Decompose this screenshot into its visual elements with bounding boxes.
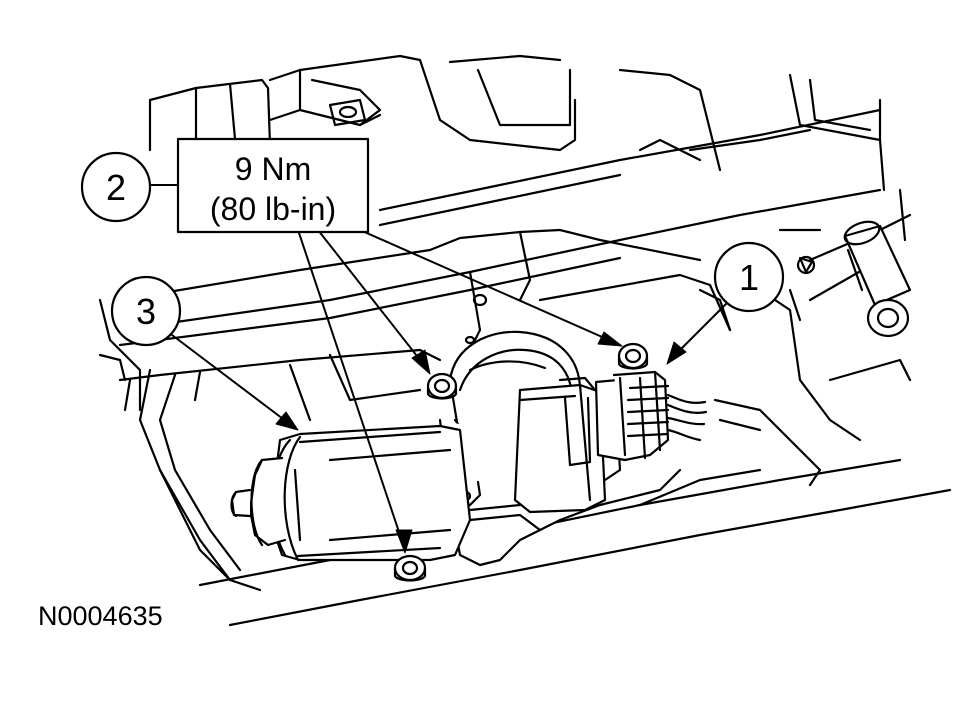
leader-torque-left-bolt [317, 229, 429, 371]
arrowhead-left-bolt [411, 349, 431, 375]
wiper-motor [230, 330, 708, 567]
arrowhead-lower-bolt [395, 529, 413, 554]
callout-label-1: 1 [739, 257, 759, 298]
bolt-upper-right [617, 342, 649, 370]
bolt-upper-left [426, 372, 458, 400]
leader-torque-right-bolt [359, 229, 619, 345]
leader-torque-lower-bolt [297, 229, 406, 551]
body-structure [98, 54, 952, 627]
leader-callout-3 [171, 334, 296, 429]
torque-box [176, 137, 370, 234]
arrowheads [275, 331, 687, 554]
arrowhead-connector [666, 341, 687, 365]
figure-id: N0004635 [38, 601, 163, 631]
callout-label-2: 2 [106, 167, 126, 208]
callout-circle-1 [713, 241, 785, 313]
callout-label-3: 3 [136, 291, 156, 332]
bump-stop [843, 220, 912, 338]
torque-imperial: (80 lb-in) [210, 191, 336, 227]
arrowhead-right-bolt [597, 331, 623, 347]
arrowhead-motor [275, 411, 299, 431]
leader-lines [149, 184, 731, 551]
callout-circle-2 [80, 151, 152, 223]
bolt-lower [393, 554, 427, 582]
callout-circle-3 [110, 275, 182, 347]
torque-metric: 9 Nm [235, 151, 311, 187]
